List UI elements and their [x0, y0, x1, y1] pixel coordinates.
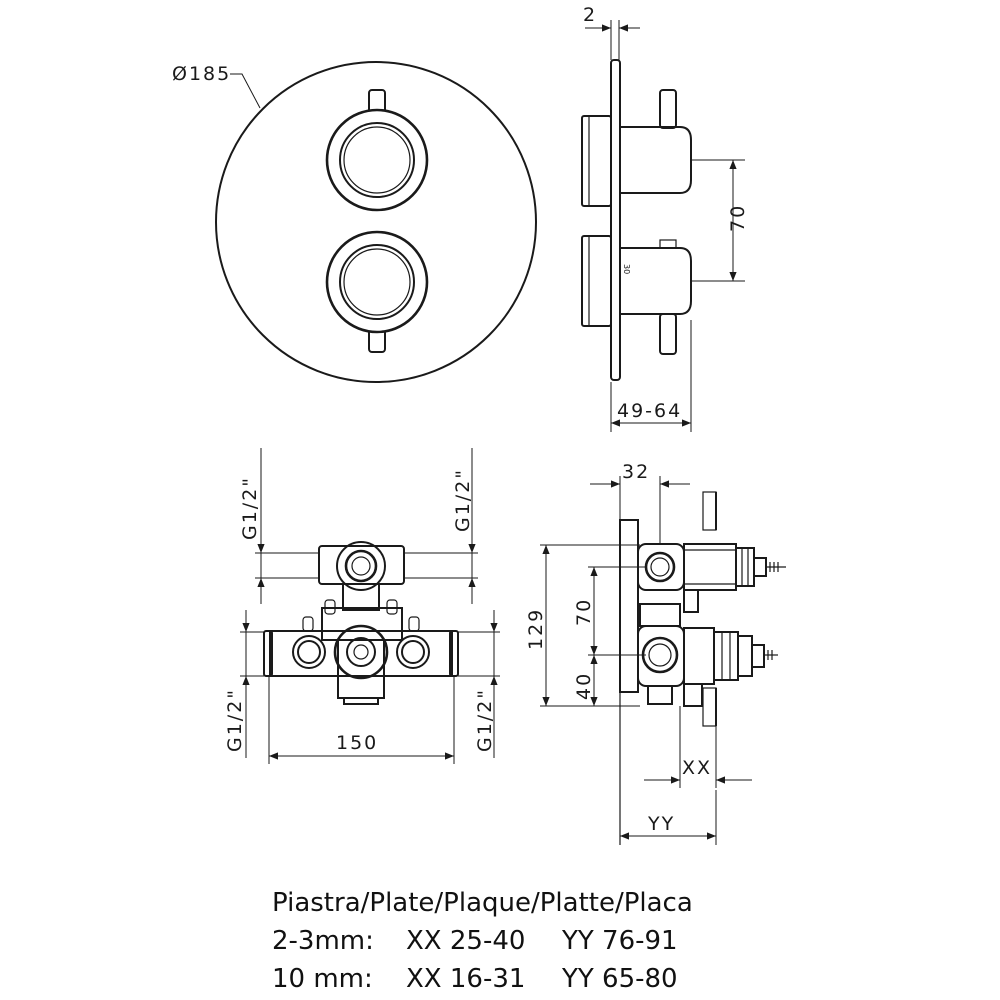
yy-label: YY — [647, 813, 675, 835]
legend-row: 2-3mm: XX 25-40 YY 76-91 — [272, 922, 792, 960]
legend-row-label: 10 mm: — [272, 964, 373, 994]
projection-label: 49-64 — [617, 400, 682, 422]
diameter-label: Ø185 — [172, 63, 231, 85]
height-total-label: 129 — [525, 608, 547, 650]
plate-legend: Piastra/Plate/Plaque/Platte/Placa 2-3mm:… — [272, 884, 792, 998]
legend-row-label: 2-3mm: — [272, 926, 374, 956]
xx-label: XX — [682, 757, 712, 779]
height-lower-label: 40 — [573, 672, 595, 700]
legend-row-yy: YY 65-80 — [562, 964, 678, 994]
outlet-left-label: G1/2" — [224, 688, 246, 752]
upper-handle — [325, 89, 429, 212]
inlet-right-label: G1/2" — [452, 468, 474, 532]
legend-row-xx: XX 16-31 — [406, 964, 526, 994]
lower-knob-inner — [339, 244, 415, 320]
valve-body-side: 32 — [525, 461, 786, 845]
engraving-30: 30 — [622, 264, 631, 274]
upper-knob-outer — [325, 108, 429, 212]
valve-body-front: G1/2" G1/2" G1 — [224, 448, 500, 764]
front-view: Ø185 — [172, 61, 537, 383]
side-plate — [610, 59, 621, 381]
legend-title: Piastra/Plate/Plaque/Platte/Placa — [272, 888, 693, 918]
body-width-label: 150 — [336, 732, 378, 754]
lower-handle — [325, 230, 429, 353]
body-depth-label: 32 — [622, 461, 650, 483]
outlet-right-label: G1/2" — [474, 688, 496, 752]
legend-row-xx: XX 25-40 — [406, 926, 526, 956]
side-spacing-label: 70 — [727, 204, 749, 232]
height-spacing-label: 70 — [573, 598, 595, 626]
side-view: 2 30 70 49-64 — [581, 4, 749, 432]
inlet-left-label: G1/2" — [239, 476, 261, 540]
lower-knob-outer — [325, 230, 429, 334]
cover-plate — [215, 61, 537, 383]
diameter-leader — [230, 73, 261, 109]
lower-knob-core — [343, 248, 411, 316]
upper-knob-inner — [339, 122, 415, 198]
plate-thickness-label: 2 — [583, 4, 597, 26]
legend-row-yy: YY 76-91 — [562, 926, 678, 956]
legend-row: 10 mm: XX 16-31 YY 65-80 — [272, 960, 792, 998]
upper-knob-core — [343, 126, 411, 194]
